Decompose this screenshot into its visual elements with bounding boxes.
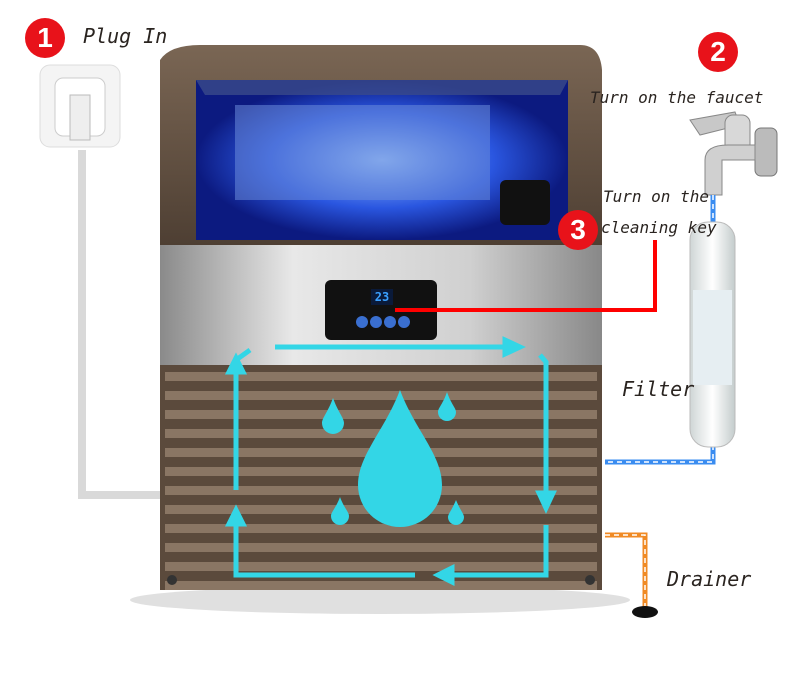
cleaning-key-pointer <box>395 240 657 312</box>
filter-label: Filter <box>622 377 695 401</box>
water-drop-icon <box>322 390 464 527</box>
drain-hose <box>605 532 648 608</box>
machine-shadow <box>130 586 630 614</box>
drainer-label: Drainer <box>667 567 752 591</box>
faucet-icon <box>689 111 778 196</box>
plug-icon <box>39 64 121 148</box>
step-2-badge: 2 <box>698 32 738 72</box>
grille-slat <box>165 391 597 400</box>
step-3-label-line2: cleaning key <box>601 218 717 237</box>
circulation-arrows-icon <box>224 336 557 587</box>
step-3-badge: 3 <box>558 210 598 250</box>
grille-slat <box>165 581 597 590</box>
grille-slat <box>165 562 597 571</box>
power-cord <box>78 150 162 499</box>
grille-slat <box>165 372 597 381</box>
grille-slat <box>165 524 597 533</box>
panel-buttons[interactable] <box>356 316 410 328</box>
grille-slat <box>165 543 597 552</box>
step-1-label: Plug In <box>83 24 168 48</box>
grille-slat <box>165 410 597 419</box>
temperature-display: 23 <box>371 289 393 305</box>
step-2-label: Turn on the faucet <box>590 88 764 107</box>
water-filter-icon <box>689 221 736 448</box>
water-hose <box>605 195 716 465</box>
step-1-badge: 1 <box>25 18 65 58</box>
step-3-label-line1: Turn on the <box>603 187 709 206</box>
machine-lid <box>160 45 602 245</box>
drain-icon <box>632 606 658 618</box>
